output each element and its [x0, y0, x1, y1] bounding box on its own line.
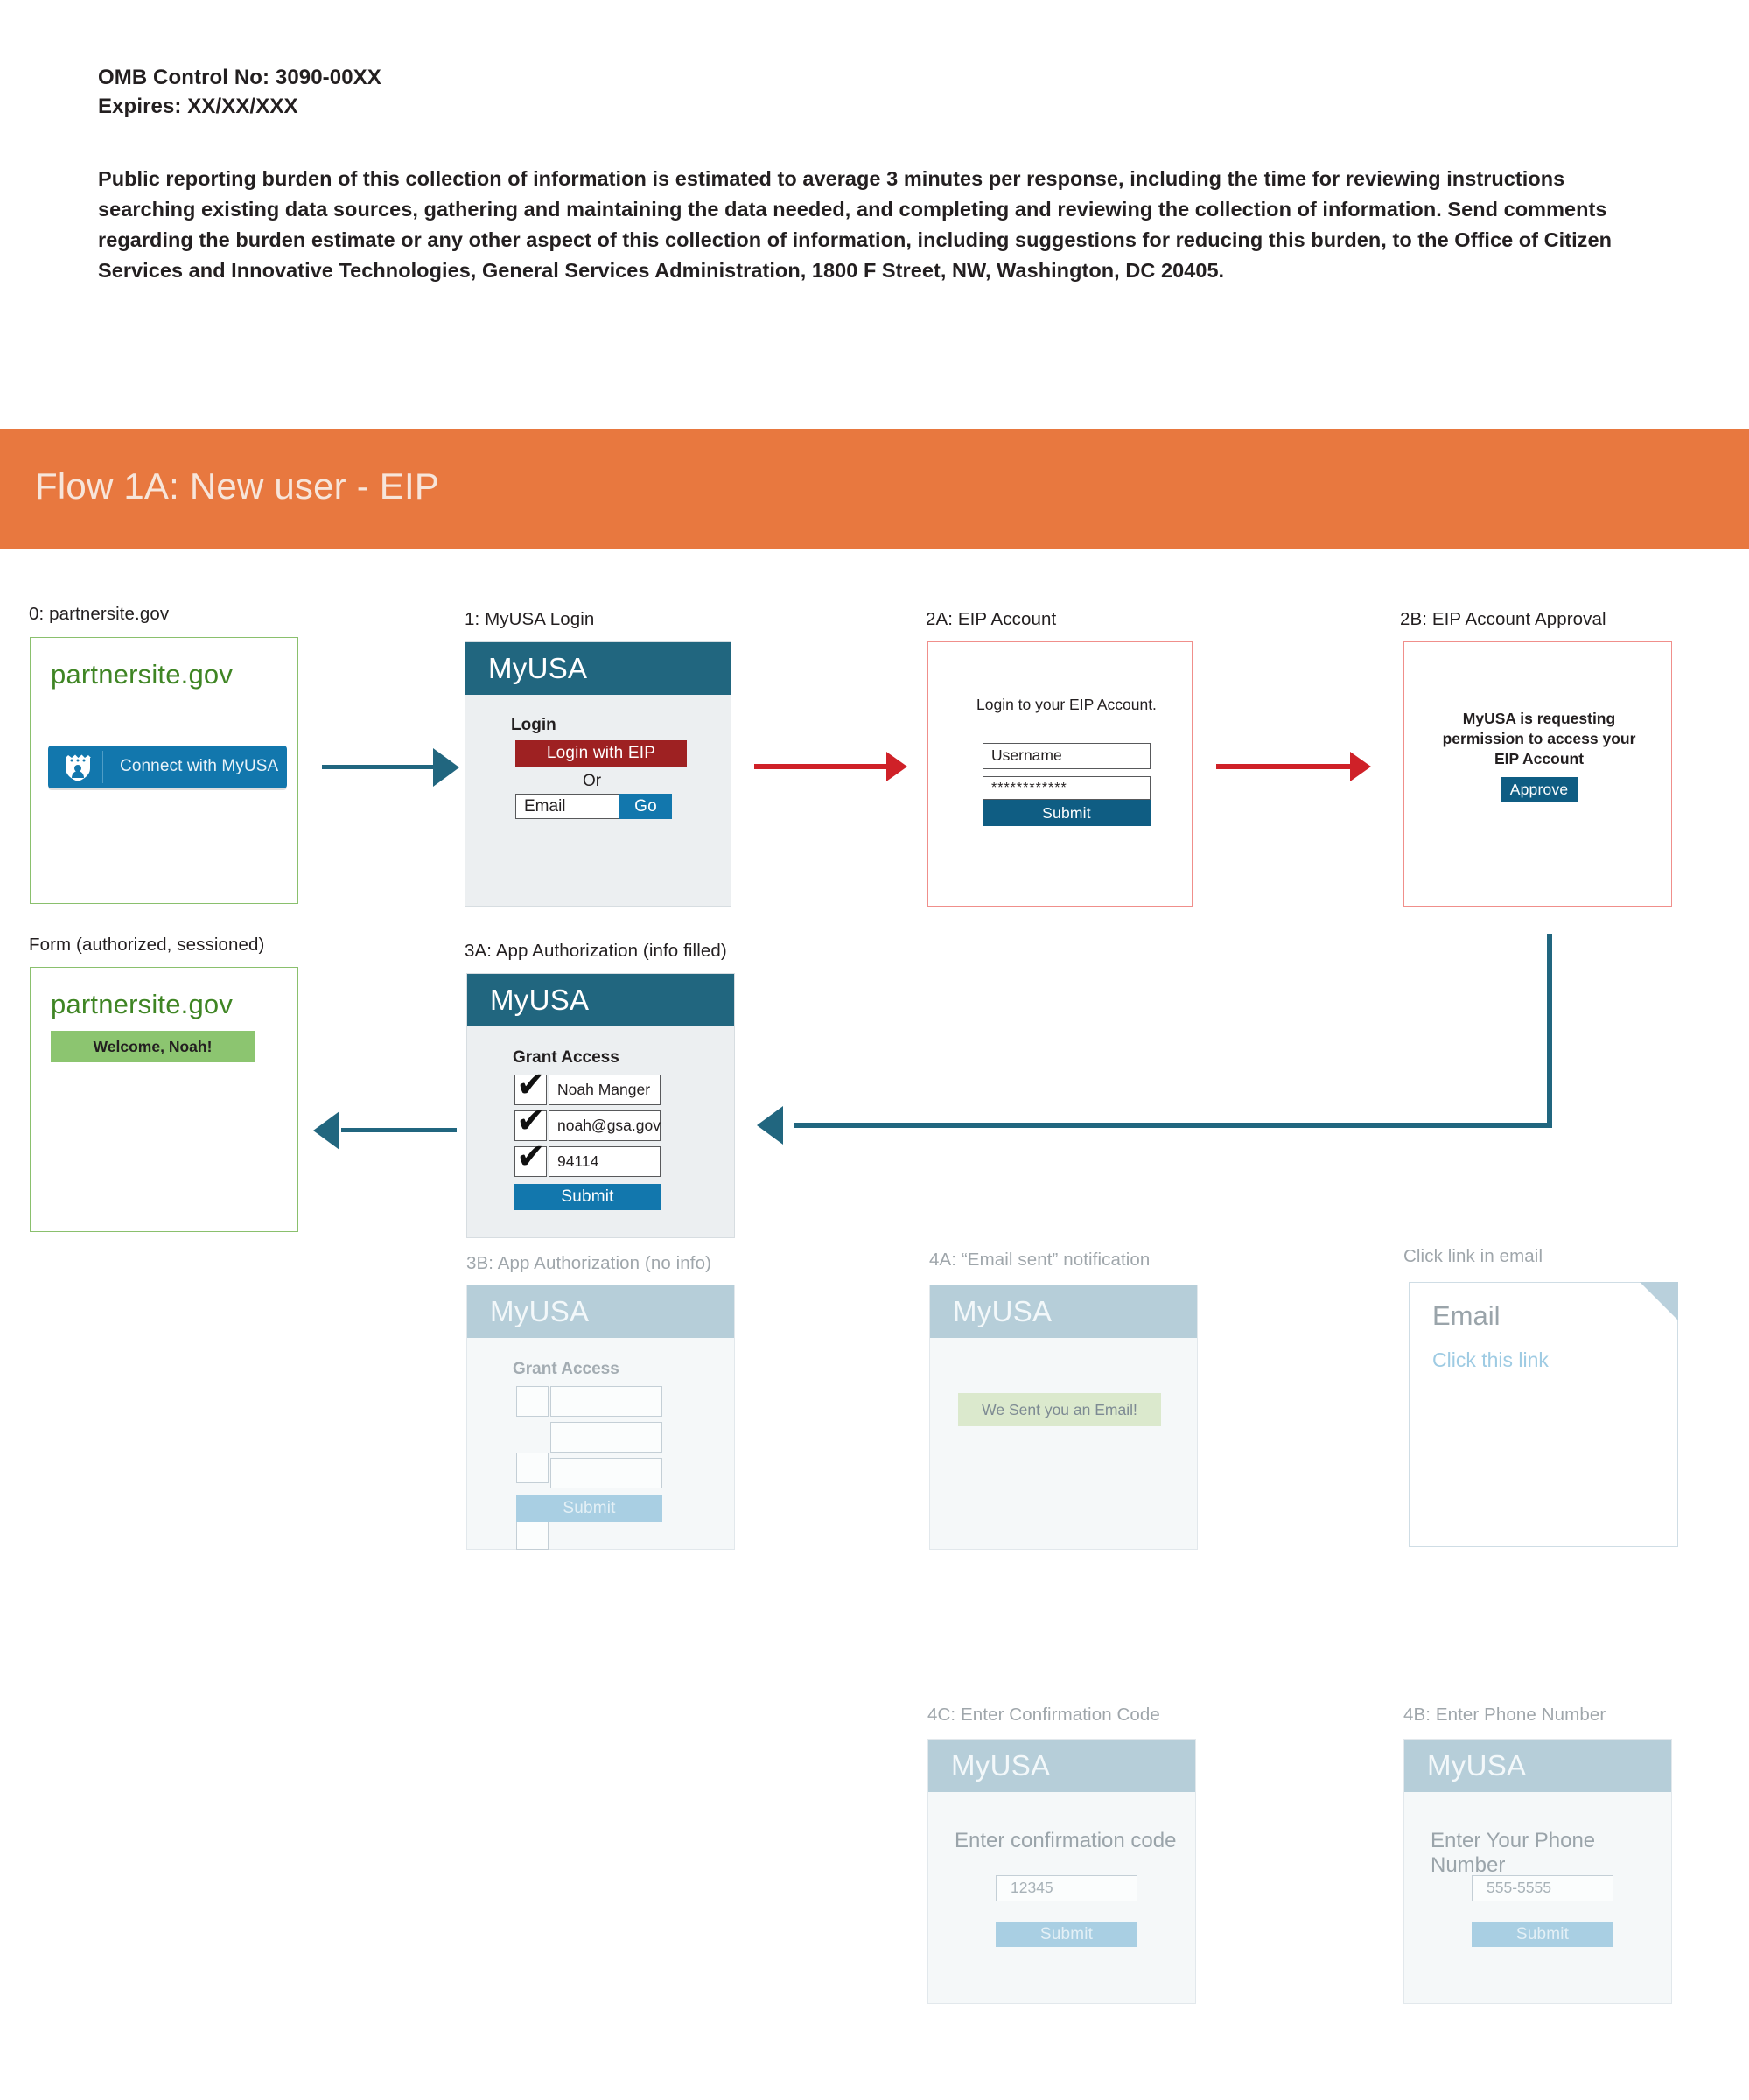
- panel-eip-approval: MyUSA is requesting permission to access…: [1403, 641, 1672, 906]
- myusa-app-bar-3a: MyUSA: [467, 974, 734, 1026]
- confirmation-code-prompt: Enter confirmation code: [955, 1829, 1177, 1852]
- eip-approve-button[interactable]: Approve: [1501, 777, 1578, 802]
- panel-app-authorization-filled: MyUSA Grant Access ✔ Noah Manger ✔ noah@…: [466, 973, 735, 1238]
- grant-value-empty-2[interactable]: [550, 1422, 662, 1452]
- myusa-brand-3b: MyUSA: [490, 1295, 590, 1327]
- grant-submit-button-3b[interactable]: Submit: [516, 1495, 662, 1522]
- panel-enter-confirmation-code: MyUSA Enter confirmation code 12345 Subm…: [927, 1739, 1196, 2004]
- check-icon: ✔: [516, 1137, 546, 1177]
- caption-step-3a: 3A: App Authorization (info filled): [465, 941, 727, 961]
- eip-password-input[interactable]: ************: [983, 776, 1151, 800]
- grant-value-empty-1[interactable]: [550, 1386, 662, 1417]
- caption-step-email: Click link in email: [1403, 1246, 1543, 1266]
- grant-checkbox-name[interactable]: ✔: [514, 1068, 547, 1105]
- phone-number-body: Enter Your Phone Number 555-5555 Submit: [1404, 1792, 1671, 2005]
- flow-banner: Flow 1A: New user - EIP: [0, 429, 1749, 550]
- grant-checkbox-zip[interactable]: ✔: [514, 1139, 547, 1177]
- phone-number-prompt: Enter Your Phone Number: [1431, 1829, 1596, 1877]
- eip-username-input[interactable]: Username: [983, 743, 1151, 769]
- caption-step-4b: 4B: Enter Phone Number: [1403, 1704, 1606, 1725]
- email-sent-body: We Sent you an Email!: [930, 1338, 1197, 1550]
- app-auth-empty-body: Grant Access Submit: [467, 1338, 734, 1550]
- grant-access-label: Grant Access: [513, 1048, 619, 1067]
- flow-banner-title: Flow 1A: New user - EIP: [35, 466, 440, 507]
- myusa-app-bar: MyUSA: [465, 642, 731, 695]
- grant-submit-button[interactable]: Submit: [514, 1184, 661, 1210]
- caption-step-1: 1: MyUSA Login: [465, 609, 595, 629]
- email-confirmation-link[interactable]: Click this link: [1432, 1348, 1549, 1371]
- grant-row-name[interactable]: ✔: [514, 1068, 547, 1105]
- or-label: Or: [583, 772, 602, 790]
- connect-button-divider: [102, 751, 103, 783]
- folded-corner-icon: [1640, 1282, 1678, 1320]
- caption-step-0: 0: partnersite.gov: [29, 604, 170, 624]
- login-label: Login: [511, 716, 556, 734]
- go-button[interactable]: Go: [619, 794, 672, 819]
- caption-step-4c: 4C: Enter Confirmation Code: [927, 1704, 1160, 1725]
- myusa-shield-icon: [66, 754, 91, 781]
- myusa-brand: MyUSA: [488, 652, 588, 684]
- panel-email-client: Email Click this link: [1409, 1282, 1678, 1547]
- myusa-login-body: Login Login with EIP Or Email Go: [465, 695, 731, 907]
- partnersite-form-brand: partnersite.gov: [51, 989, 234, 1019]
- phone-number-submit-button[interactable]: Submit: [1472, 1922, 1613, 1947]
- check-icon: ✔: [516, 1101, 546, 1141]
- omb-burden-statement: Public reporting burden of this collecti…: [98, 167, 1613, 282]
- panel-enter-phone-number: MyUSA Enter Your Phone Number 555-5555 S…: [1403, 1739, 1672, 2004]
- myusa-brand-3a: MyUSA: [490, 984, 590, 1016]
- grant-row-zip[interactable]: ✔: [514, 1139, 547, 1177]
- myusa-app-bar-4b: MyUSA: [1404, 1740, 1671, 1792]
- omb-control-number: OMB Control No: 3090-00XX: [98, 66, 381, 89]
- myusa-app-bar-3b: MyUSA: [467, 1285, 734, 1338]
- grant-row-email[interactable]: ✔: [514, 1103, 547, 1141]
- connect-with-myusa-button[interactable]: Connect with MyUSA: [48, 746, 287, 788]
- caption-step-3b: 3B: App Authorization (no info): [466, 1253, 712, 1273]
- check-icon: ✔: [516, 1065, 546, 1105]
- panel-email-sent: MyUSA We Sent you an Email!: [929, 1284, 1198, 1550]
- myusa-brand-4b: MyUSA: [1427, 1749, 1527, 1782]
- email-input[interactable]: Email: [515, 794, 619, 819]
- confirmation-code-submit-button[interactable]: Submit: [996, 1922, 1137, 1947]
- phone-number-input[interactable]: 555-5555: [1472, 1875, 1613, 1901]
- grant-checkbox-empty-3[interactable]: [516, 1519, 549, 1550]
- grant-checkbox-empty-2[interactable]: [516, 1452, 549, 1483]
- myusa-app-bar-4c: MyUSA: [928, 1740, 1195, 1792]
- eip-approval-message: MyUSA is requesting permission to access…: [1442, 710, 1636, 767]
- connect-button-label: Connect with MyUSA: [120, 757, 279, 775]
- confirmation-code-input[interactable]: 12345: [996, 1875, 1137, 1901]
- grant-value-empty-3[interactable]: [550, 1458, 662, 1488]
- caption-step-form: Form (authorized, sessioned): [29, 934, 265, 955]
- welcome-banner: Welcome, Noah!: [51, 1031, 255, 1062]
- email-title: Email: [1432, 1300, 1501, 1331]
- myusa-brand-4c: MyUSA: [951, 1749, 1051, 1782]
- grant-value-name[interactable]: Noah Manger: [549, 1074, 661, 1105]
- caption-step-2a: 2A: EIP Account: [926, 609, 1057, 629]
- login-with-eip-button[interactable]: Login with EIP: [515, 740, 687, 766]
- email-sent-message: We Sent you an Email!: [958, 1393, 1161, 1426]
- caption-step-2b: 2B: EIP Account Approval: [1400, 609, 1606, 629]
- app-auth-body: Grant Access ✔ Noah Manger ✔ noah@gsa.go…: [467, 1026, 734, 1239]
- omb-expires: Expires: XX/XX/XXX: [98, 94, 298, 118]
- caption-step-4a: 4A: “Email sent” notification: [929, 1250, 1151, 1270]
- eip-login-prompt: Login to your EIP Account.: [976, 696, 1157, 713]
- grant-value-zip[interactable]: 94114: [549, 1146, 661, 1177]
- confirmation-code-body: Enter confirmation code 12345 Submit: [928, 1792, 1195, 2005]
- panel-eip-account: Login to your EIP Account. Username ****…: [927, 641, 1193, 906]
- myusa-brand-4a: MyUSA: [953, 1295, 1053, 1327]
- grant-checkbox-email[interactable]: ✔: [514, 1103, 547, 1141]
- panel-partnersite-form: partnersite.gov Welcome, Noah!: [30, 967, 298, 1232]
- partnersite-brand: partnersite.gov: [51, 659, 234, 690]
- panel-myusa-login: MyUSA Login Login with EIP Or Email Go: [465, 641, 731, 906]
- grant-access-label-3b: Grant Access: [513, 1360, 619, 1378]
- grant-checkbox-empty-1[interactable]: [516, 1386, 549, 1417]
- grant-value-email[interactable]: noah@gsa.gov: [549, 1110, 661, 1141]
- panel-app-authorization-empty: MyUSA Grant Access Submit: [466, 1284, 735, 1550]
- eip-submit-button[interactable]: Submit: [983, 800, 1151, 826]
- myusa-app-bar-4a: MyUSA: [930, 1285, 1197, 1338]
- omb-header-block: OMB Control No: 3090-00XX Expires: XX/XX…: [98, 63, 1673, 286]
